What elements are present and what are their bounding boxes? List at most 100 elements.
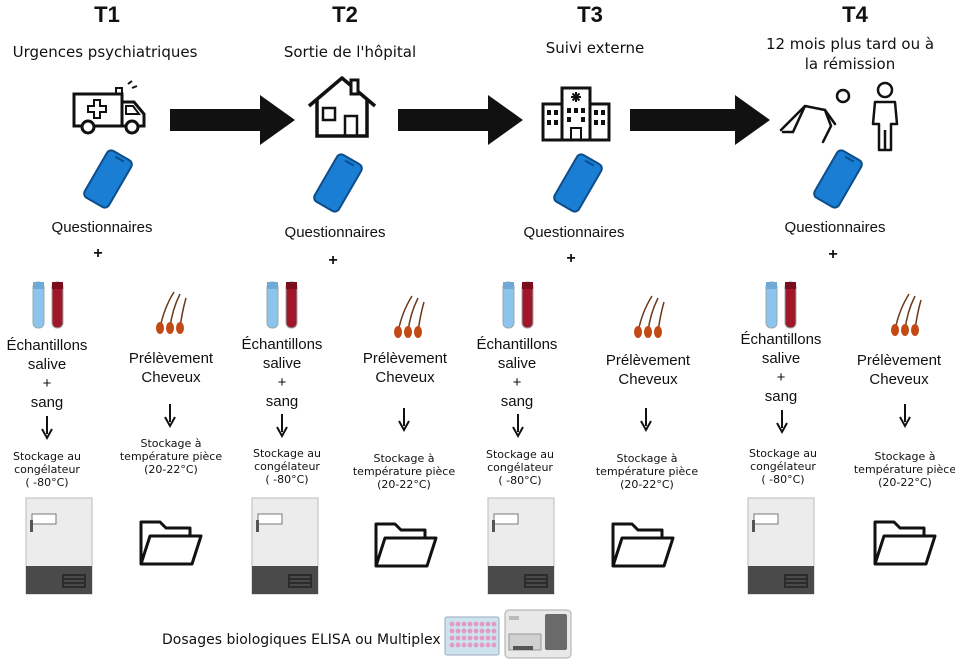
folder-icon xyxy=(873,520,937,566)
hair-follicle-icon xyxy=(156,291,187,334)
timepoint-label: T3 xyxy=(577,2,603,27)
plus-sign: + xyxy=(328,252,338,269)
sample-line: salive xyxy=(27,356,67,373)
storage-line: température pièce xyxy=(119,450,223,463)
storage-line: température pièce xyxy=(853,463,955,476)
hospital-icon xyxy=(541,86,611,142)
storage-line: ( -80°C) xyxy=(761,473,805,486)
recovery-person-icon xyxy=(779,81,899,152)
blood-saliva-sample-label: Échantillons salive + sang xyxy=(711,330,851,406)
sample-line: salive xyxy=(497,355,537,372)
freezer-storage-label: Stockage au congélateur ( -80°C) xyxy=(222,447,352,486)
storage-line: Stockage à xyxy=(616,452,678,465)
storage-line: (20-22°C) xyxy=(377,478,431,491)
storage-line: température pièce xyxy=(352,465,456,478)
sample-line: sang xyxy=(500,393,534,410)
sample-line: Échantillons xyxy=(740,331,822,348)
down-arrow-icon xyxy=(512,414,524,439)
storage-line: congélateur xyxy=(254,460,320,473)
sample-line: salive xyxy=(262,355,302,372)
folder-icon xyxy=(374,522,438,568)
freezer-storage-label: Stockage au congélateur ( -80°C) xyxy=(455,448,585,487)
down-arrow-icon xyxy=(640,408,652,433)
timeline-arrow xyxy=(170,95,295,145)
folder-icon xyxy=(611,522,675,568)
storage-line: Stockage au xyxy=(253,447,321,460)
folder-icon xyxy=(139,520,203,566)
freezer-storage-label: Stockage au congélateur ( -80°C) xyxy=(0,450,112,489)
down-arrow-icon xyxy=(41,416,53,441)
hair-follicle-icon xyxy=(394,295,425,338)
hair-follicle-icon xyxy=(634,295,665,338)
freezer-icon xyxy=(747,497,815,595)
hair-sample-label: Prélèvement Cheveux xyxy=(101,349,241,387)
sample-line: Cheveux xyxy=(141,369,201,386)
questionnaires-label: Questionnaires xyxy=(284,224,386,241)
down-arrow-icon xyxy=(276,414,288,439)
room-storage-label: Stockage à température pièce (20-22°C) xyxy=(339,452,469,491)
storage-line: Stockage au xyxy=(486,448,554,461)
ambulance-icon xyxy=(72,80,146,135)
sample-line: sang xyxy=(265,393,299,410)
hair-follicle-icon xyxy=(891,293,922,336)
stage-title: Suivi externe xyxy=(545,39,645,57)
stage-title: Urgences psychiatriques xyxy=(12,43,198,61)
smartphone-icon xyxy=(313,153,363,213)
sample-line: Cheveux xyxy=(869,371,929,388)
room-storage-label: Stockage à température pièce (20-22°C) xyxy=(840,450,955,489)
sample-line: Cheveux xyxy=(375,369,435,386)
smartphone-icon xyxy=(813,149,863,209)
storage-line: Stockage au xyxy=(13,450,81,463)
stage-title: Sortie de l'hôpital xyxy=(283,43,417,61)
smartphone-icon xyxy=(553,153,603,213)
storage-line: température pièce xyxy=(595,465,699,478)
house-icon xyxy=(307,76,377,138)
storage-line: ( -80°C) xyxy=(265,473,309,486)
freezer-icon xyxy=(25,497,93,595)
timepoint-label: T1 xyxy=(94,2,120,27)
blood-saliva-sample-label: Échantillons salive + sang xyxy=(0,336,117,412)
hair-sample-label: Prélèvement Cheveux xyxy=(335,349,475,387)
storage-line: (20-22°C) xyxy=(144,463,198,476)
blood-saliva-sample-label: Échantillons salive + sang xyxy=(212,335,352,411)
sample-line: Échantillons xyxy=(241,336,323,353)
sample-line: Prélèvement xyxy=(605,352,691,369)
storage-line: Stockage à xyxy=(874,450,936,463)
sample-line: Prélèvement xyxy=(856,352,942,369)
sample-line: sang xyxy=(30,394,64,411)
storage-line: congélateur xyxy=(14,463,80,476)
sample-line: + xyxy=(512,374,522,391)
sample-line: sang xyxy=(764,388,798,405)
storage-line: congélateur xyxy=(750,460,816,473)
plus-sign: + xyxy=(566,250,576,267)
storage-line: (20-22°C) xyxy=(620,478,674,491)
timepoint-label: T2 xyxy=(332,2,358,27)
sample-tubes-icon xyxy=(32,281,64,329)
questionnaires-label: Questionnaires xyxy=(523,224,625,241)
sample-tubes-icon xyxy=(502,281,534,329)
sample-line: salive xyxy=(761,350,801,367)
questionnaires-label: Questionnaires xyxy=(784,219,886,236)
storage-line: Stockage à xyxy=(373,452,435,465)
timeline-arrow xyxy=(630,95,770,145)
down-arrow-icon xyxy=(164,404,176,429)
down-arrow-icon xyxy=(398,408,410,433)
sample-tubes-icon xyxy=(765,281,797,329)
plus-sign: + xyxy=(93,245,103,262)
sample-line: Cheveux xyxy=(618,371,678,388)
storage-line: ( -80°C) xyxy=(25,476,69,489)
sample-tubes-icon xyxy=(266,281,298,329)
hair-sample-label: Prélèvement Cheveux xyxy=(829,351,955,389)
room-storage-label: Stockage à température pièce (20-22°C) xyxy=(106,437,236,476)
sample-line: + xyxy=(277,374,287,391)
sample-line: Prélèvement xyxy=(362,350,448,367)
storage-line: Stockage au xyxy=(749,447,817,460)
freezer-icon xyxy=(251,497,319,595)
storage-line: ( -80°C) xyxy=(498,474,542,487)
room-storage-label: Stockage à température pièce (20-22°C) xyxy=(582,452,712,491)
questionnaires-label: Questionnaires xyxy=(51,219,153,236)
plus-sign: + xyxy=(828,246,838,263)
down-arrow-icon xyxy=(776,410,788,435)
sample-line: Échantillons xyxy=(476,336,558,353)
timepoint-label: T4 xyxy=(842,2,868,27)
